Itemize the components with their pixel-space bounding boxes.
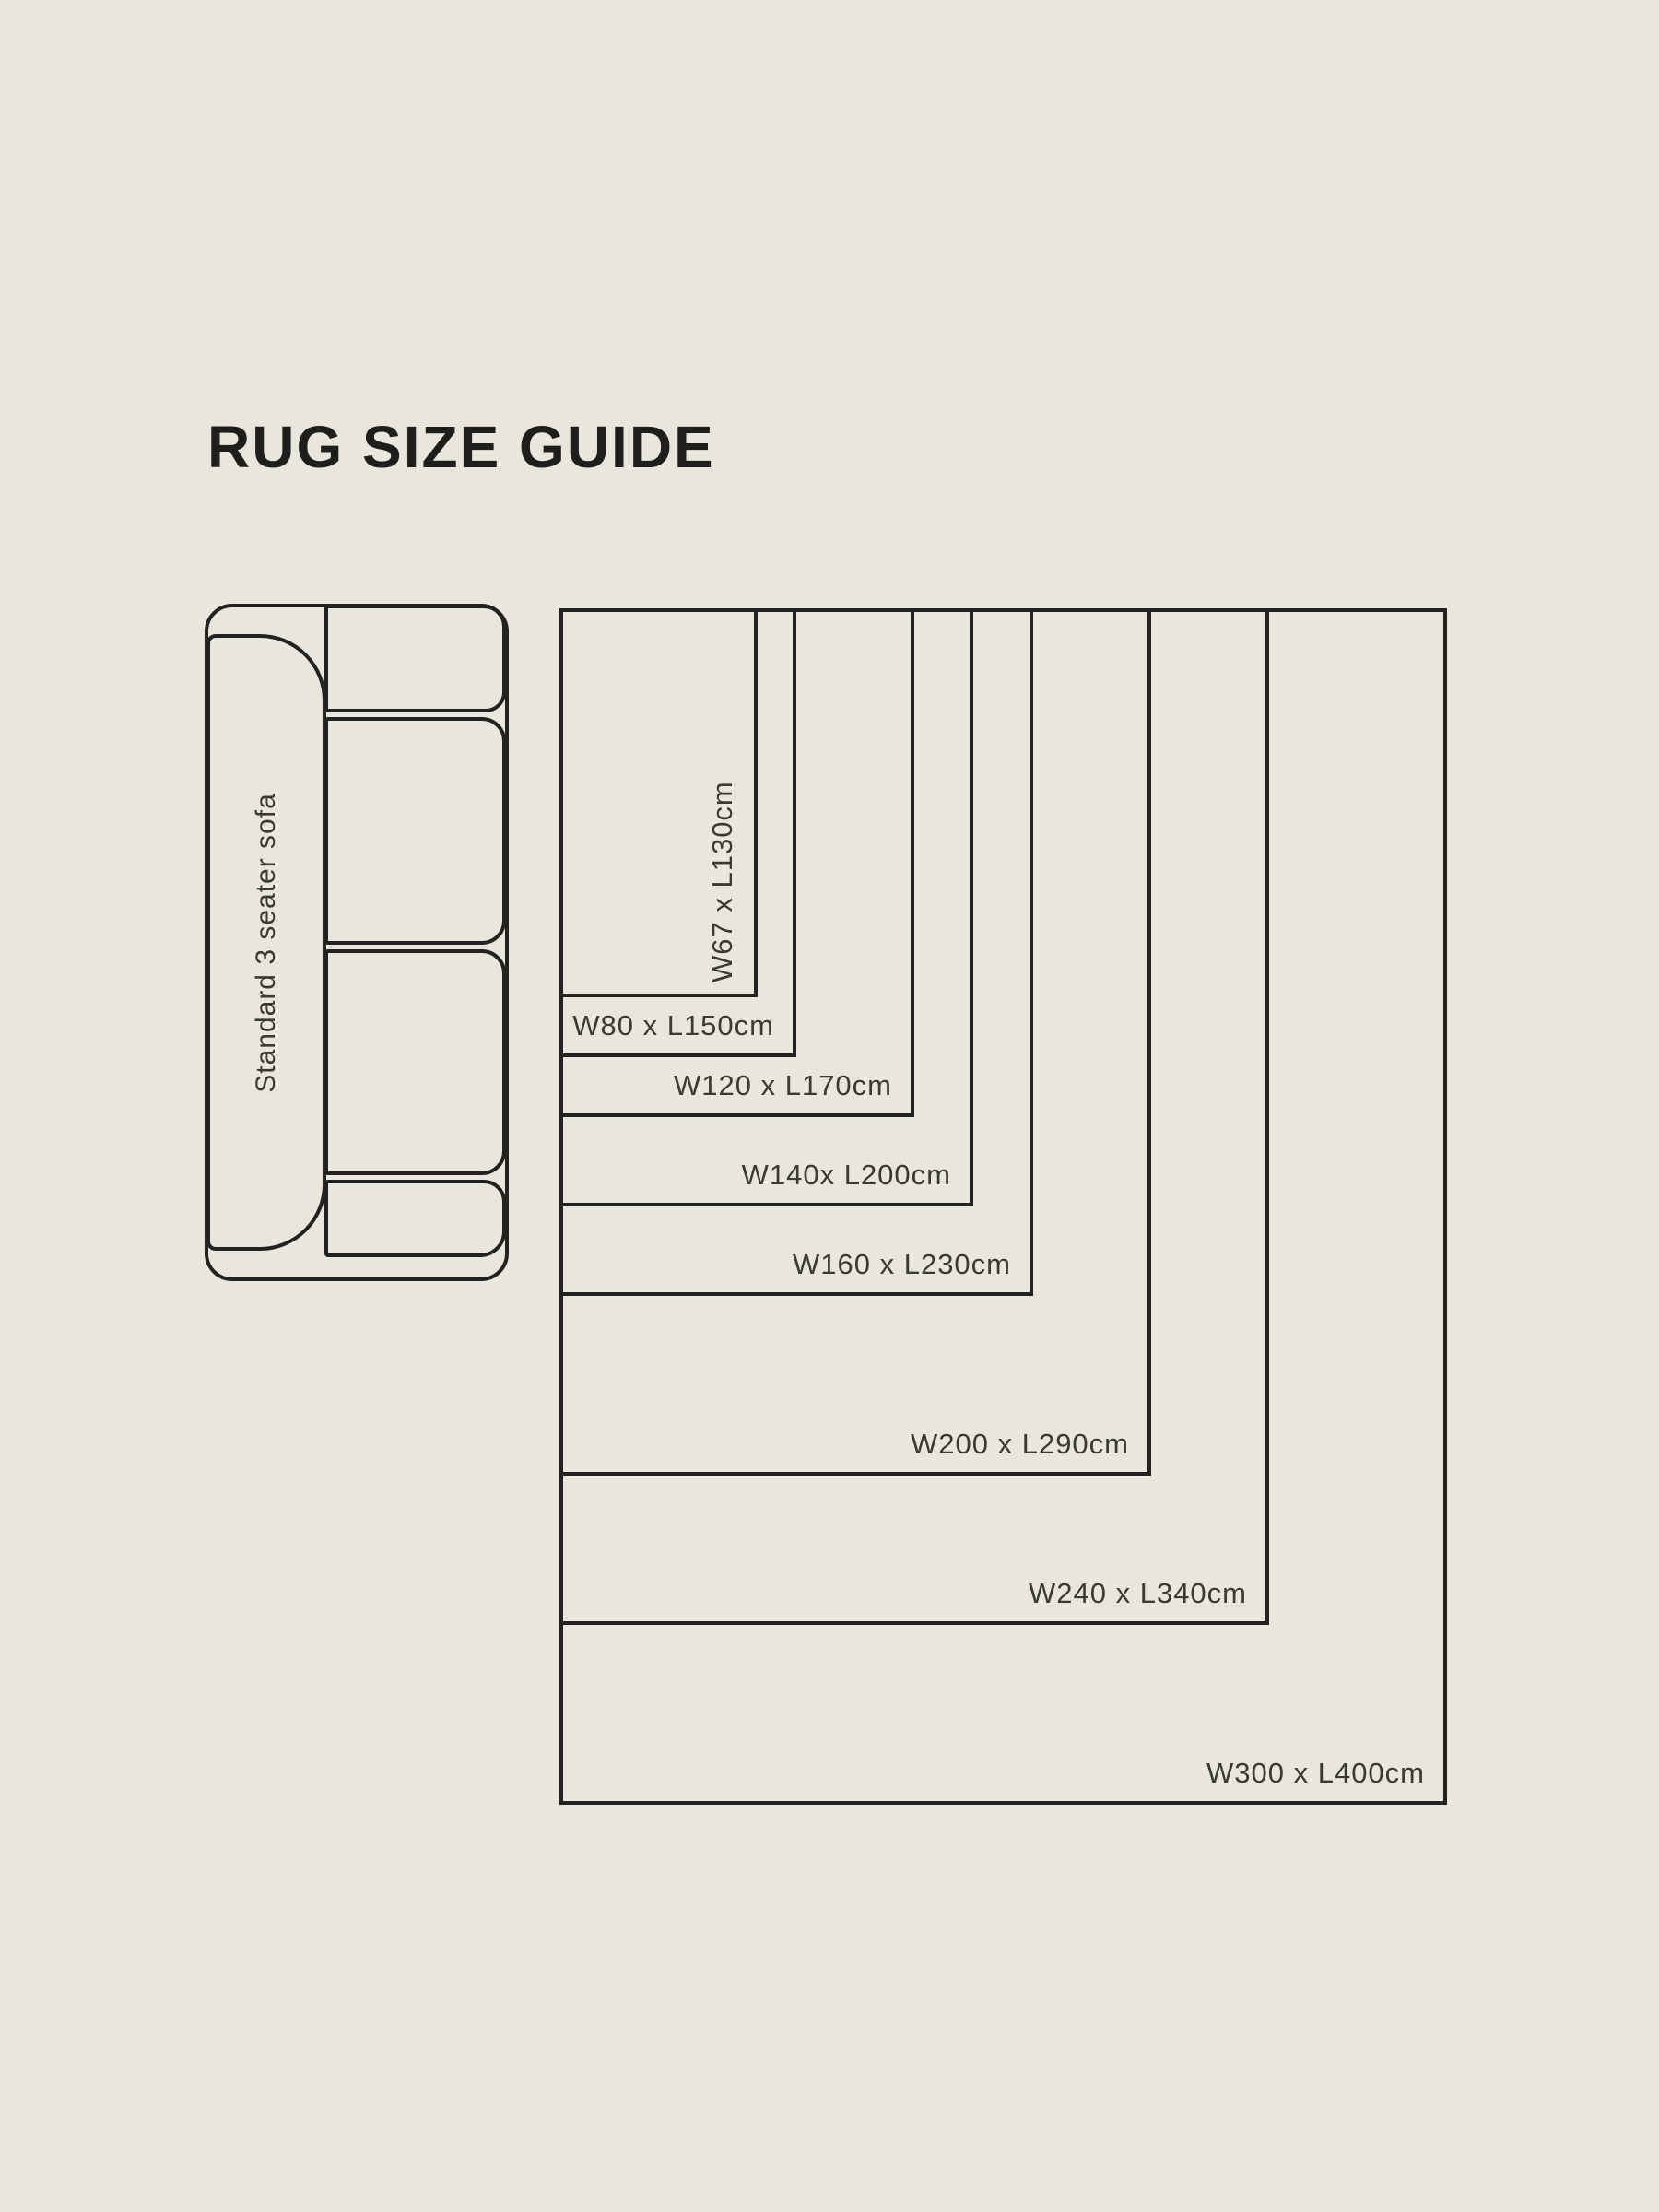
rug-size-label: W80 x L150cm xyxy=(572,1009,774,1041)
sofa-backrest: Standard 3 seater sofa xyxy=(206,634,326,1251)
rug-size-label: W240 x L340cm xyxy=(1029,1577,1247,1609)
sofa-label: Standard 3 seater sofa xyxy=(251,792,281,1093)
sofa-armrest-bottom xyxy=(324,1180,506,1257)
sofa-seat-cushion xyxy=(324,717,506,945)
rug-size-label: W67 x L130cm xyxy=(706,781,738,982)
sofa-armrest-top xyxy=(324,605,506,712)
rug-size-label: W160 x L230cm xyxy=(793,1248,1011,1280)
rug-size-label: W120 x L170cm xyxy=(674,1069,892,1101)
rug-size-label: W300 x L400cm xyxy=(1206,1757,1425,1789)
rug-size-label: W200 x L290cm xyxy=(911,1428,1129,1460)
rug-size-label: W140x L200cm xyxy=(741,1159,951,1191)
sofa-seat-cushion xyxy=(324,949,506,1175)
page-title: RUG SIZE GUIDE xyxy=(207,414,715,480)
rug-rect-w67-l130: W67 x L130cm xyxy=(559,608,758,997)
